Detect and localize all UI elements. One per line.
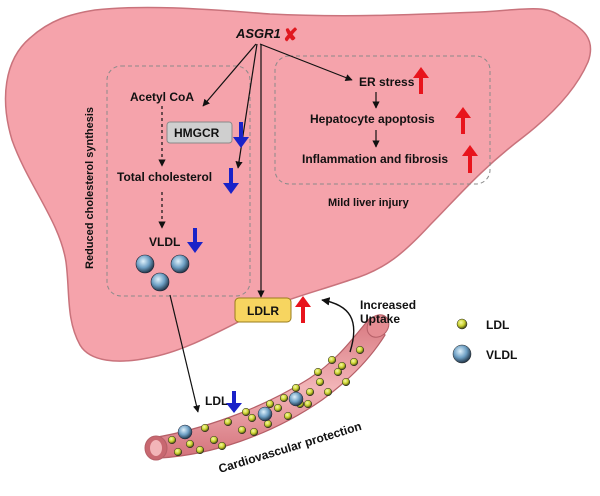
ldlr-up-arrow bbox=[295, 296, 311, 323]
legend: LDL VLDL bbox=[452, 318, 517, 364]
gene-label: ASGR1 bbox=[235, 26, 281, 41]
vessel-ldl-particle bbox=[283, 411, 293, 421]
vessel-ldl-particle bbox=[333, 367, 343, 377]
vessel-ldl-particle bbox=[337, 361, 347, 371]
injury-caption: Mild liver injury bbox=[328, 197, 410, 209]
hmgcr-label: HMGCR bbox=[174, 126, 220, 140]
vessel-ldl-particle bbox=[249, 427, 259, 437]
vessel-ldl-particle bbox=[241, 407, 251, 417]
vessel-vldl-particles bbox=[177, 391, 304, 440]
uptake-label-line1: Increased bbox=[360, 298, 416, 312]
vessel-ldl-particle bbox=[327, 355, 337, 365]
total-cholesterol-down-arrow bbox=[223, 168, 239, 194]
vessel-ldl-particle bbox=[273, 403, 283, 413]
vessel-ldl-particle bbox=[217, 441, 227, 451]
vessel-ldl-particle bbox=[279, 393, 289, 403]
synthesis-panel-box bbox=[106, 65, 251, 297]
total-cholesterol-label: Total cholesterol bbox=[117, 170, 212, 184]
er-stress-label: ER stress bbox=[359, 75, 415, 89]
vessel-ldl-particle bbox=[341, 377, 351, 387]
vessel-ldl-particle bbox=[313, 367, 323, 377]
inflammation-up-arrow bbox=[462, 145, 478, 173]
legend-ldl-label: LDL bbox=[486, 318, 509, 332]
vessel-ldl-particle bbox=[323, 387, 333, 397]
legend-ldl-swatch bbox=[456, 318, 468, 330]
knockout-mark: ✘ bbox=[283, 25, 298, 45]
vessel-ldl-particle bbox=[303, 399, 313, 409]
vessel-ldl-particle bbox=[349, 357, 359, 367]
vessel-ldl-particle bbox=[223, 417, 233, 427]
vldl-down-arrow bbox=[187, 228, 203, 253]
uptake-curved-arrow bbox=[321, 297, 355, 353]
vessel-ldl-particle bbox=[265, 399, 275, 409]
vessel-ldl-particle bbox=[305, 387, 315, 397]
vessel-ldl-particle bbox=[200, 423, 210, 433]
legend-vldl-swatch bbox=[452, 344, 472, 364]
er-stress-up-arrow bbox=[413, 67, 429, 94]
asgr1-to-hmgcr-arrow bbox=[202, 43, 257, 107]
vldl-particle-cluster bbox=[135, 254, 190, 292]
blood-vessel bbox=[144, 314, 390, 461]
inflammation-label: Inflammation and fibrosis bbox=[302, 152, 448, 166]
vessel-ldl-particle bbox=[173, 447, 183, 457]
vessel-ldl-particle bbox=[185, 439, 195, 449]
vessel-ldl-particle bbox=[167, 435, 177, 445]
apoptosis-label: Hepatocyte apoptosis bbox=[310, 112, 435, 126]
ldlr-label: LDLR bbox=[247, 304, 279, 318]
vldl-to-blood-arrow bbox=[169, 294, 200, 413]
vessel-ldl-particle bbox=[237, 425, 247, 435]
vessel-ldl-down-arrow bbox=[226, 391, 242, 413]
uptake-label-line2: Uptake bbox=[360, 312, 400, 326]
vessel-ldl-particle bbox=[247, 413, 257, 423]
vessel-ldl-particle bbox=[355, 345, 365, 355]
hmgcr-down-arrow bbox=[233, 122, 249, 148]
vessel-ldl-particle bbox=[315, 377, 325, 387]
hmgcr-box bbox=[166, 121, 233, 144]
liver-shape bbox=[4, 6, 592, 362]
injury-panel-box bbox=[274, 55, 491, 185]
asgr1-to-er-stress-arrow bbox=[259, 43, 353, 81]
synthesis-side-label: Reduced cholesterol synthesis bbox=[84, 107, 96, 269]
legend-vldl-label: VLDL bbox=[486, 348, 517, 362]
ldlr-box bbox=[234, 297, 292, 323]
apoptosis-up-arrow bbox=[455, 107, 471, 134]
vessel-ldl-particle bbox=[291, 383, 301, 393]
vessel-ldl-particle bbox=[263, 419, 273, 429]
vldl-label: VLDL bbox=[149, 235, 180, 249]
vessel-ldl-label: LDL bbox=[205, 394, 228, 408]
vessel-ldl-particle bbox=[209, 435, 219, 445]
vessel-ldl-particle bbox=[195, 445, 205, 455]
acetyl-coa-label: Acetyl CoA bbox=[130, 90, 194, 104]
